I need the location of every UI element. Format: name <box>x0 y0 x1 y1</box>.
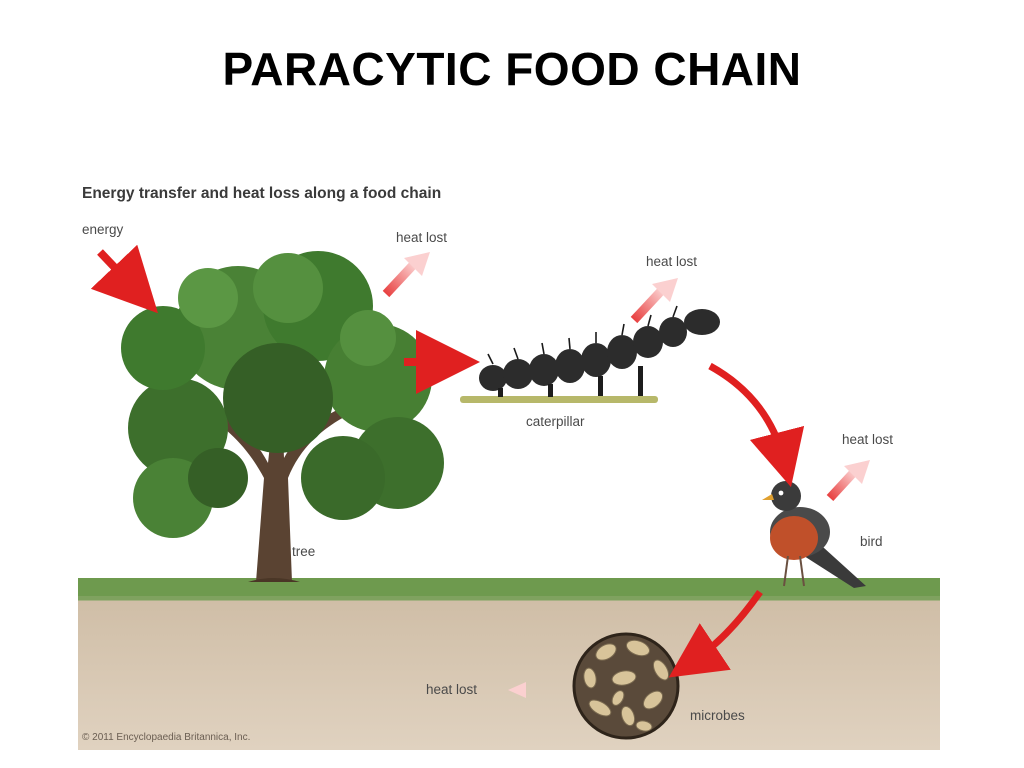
ground <box>78 578 940 750</box>
microbes-label: microbes <box>690 708 745 723</box>
bird-icon <box>762 481 866 588</box>
slide-title: PARACYTIC FOOD CHAIN <box>222 43 802 95</box>
energy-arrow-caterpillar-to-bird <box>708 362 805 488</box>
heat-lost-microbes-label: heat lost <box>426 682 478 697</box>
bird-label: bird <box>860 534 883 549</box>
energy-arrow-in <box>90 244 159 314</box>
caterpillar-label: caterpillar <box>526 414 585 429</box>
heat-arrow-microbes <box>508 682 560 698</box>
heat-lost-bird-label: heat lost <box>842 432 894 447</box>
copyright-credit: © 2011 Encyclopaedia Britannica, Inc. <box>82 732 251 743</box>
caterpillar-icon <box>460 305 720 403</box>
food-chain-figure: Energy transfer and heat loss along a fo… <box>78 178 940 750</box>
heat-lost-caterpillar-label: heat lost <box>646 254 698 269</box>
tree-icon <box>121 251 444 582</box>
heat-arrow-tree <box>382 252 430 298</box>
microbes-icon <box>572 632 680 740</box>
tree-label: tree <box>292 544 316 559</box>
energy-label: energy <box>82 222 124 237</box>
figure-title: Energy transfer and heat loss along a fo… <box>82 185 442 202</box>
heat-arrow-bird <box>826 460 870 502</box>
energy-arrow-bird-to-microbes <box>668 590 763 678</box>
heat-lost-tree-label: heat lost <box>396 230 448 245</box>
heat-arrow-caterpillar <box>630 278 678 324</box>
